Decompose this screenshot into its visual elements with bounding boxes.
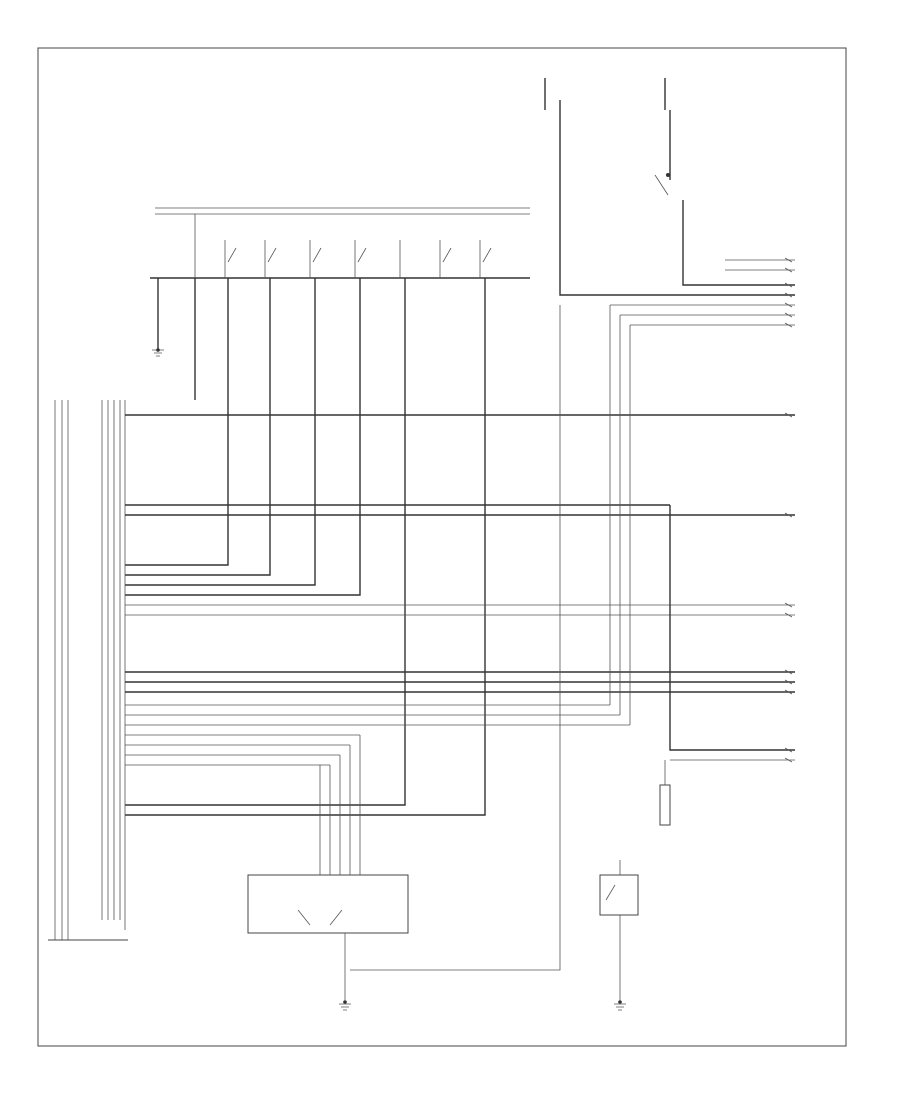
control-module-bundle: [48, 400, 128, 941]
ground-symbol-top: [152, 348, 164, 357]
lower-switch-box: [247, 735, 409, 1000]
right-connector-feeds: [350, 259, 795, 971]
switch-module: [150, 207, 530, 279]
diagram-frame: [37, 47, 847, 1047]
switch-drops: [125, 278, 486, 816]
ground-symbol-bottom-left: [339, 1000, 351, 1011]
connector-ticks: [784, 257, 793, 763]
signal-wires: [125, 414, 795, 766]
lower-right-switch: [599, 860, 639, 1000]
ground-symbol-bottom-right: [614, 1000, 626, 1011]
power-feed-wires: [544, 78, 795, 296]
right-module-box: [659, 760, 671, 826]
